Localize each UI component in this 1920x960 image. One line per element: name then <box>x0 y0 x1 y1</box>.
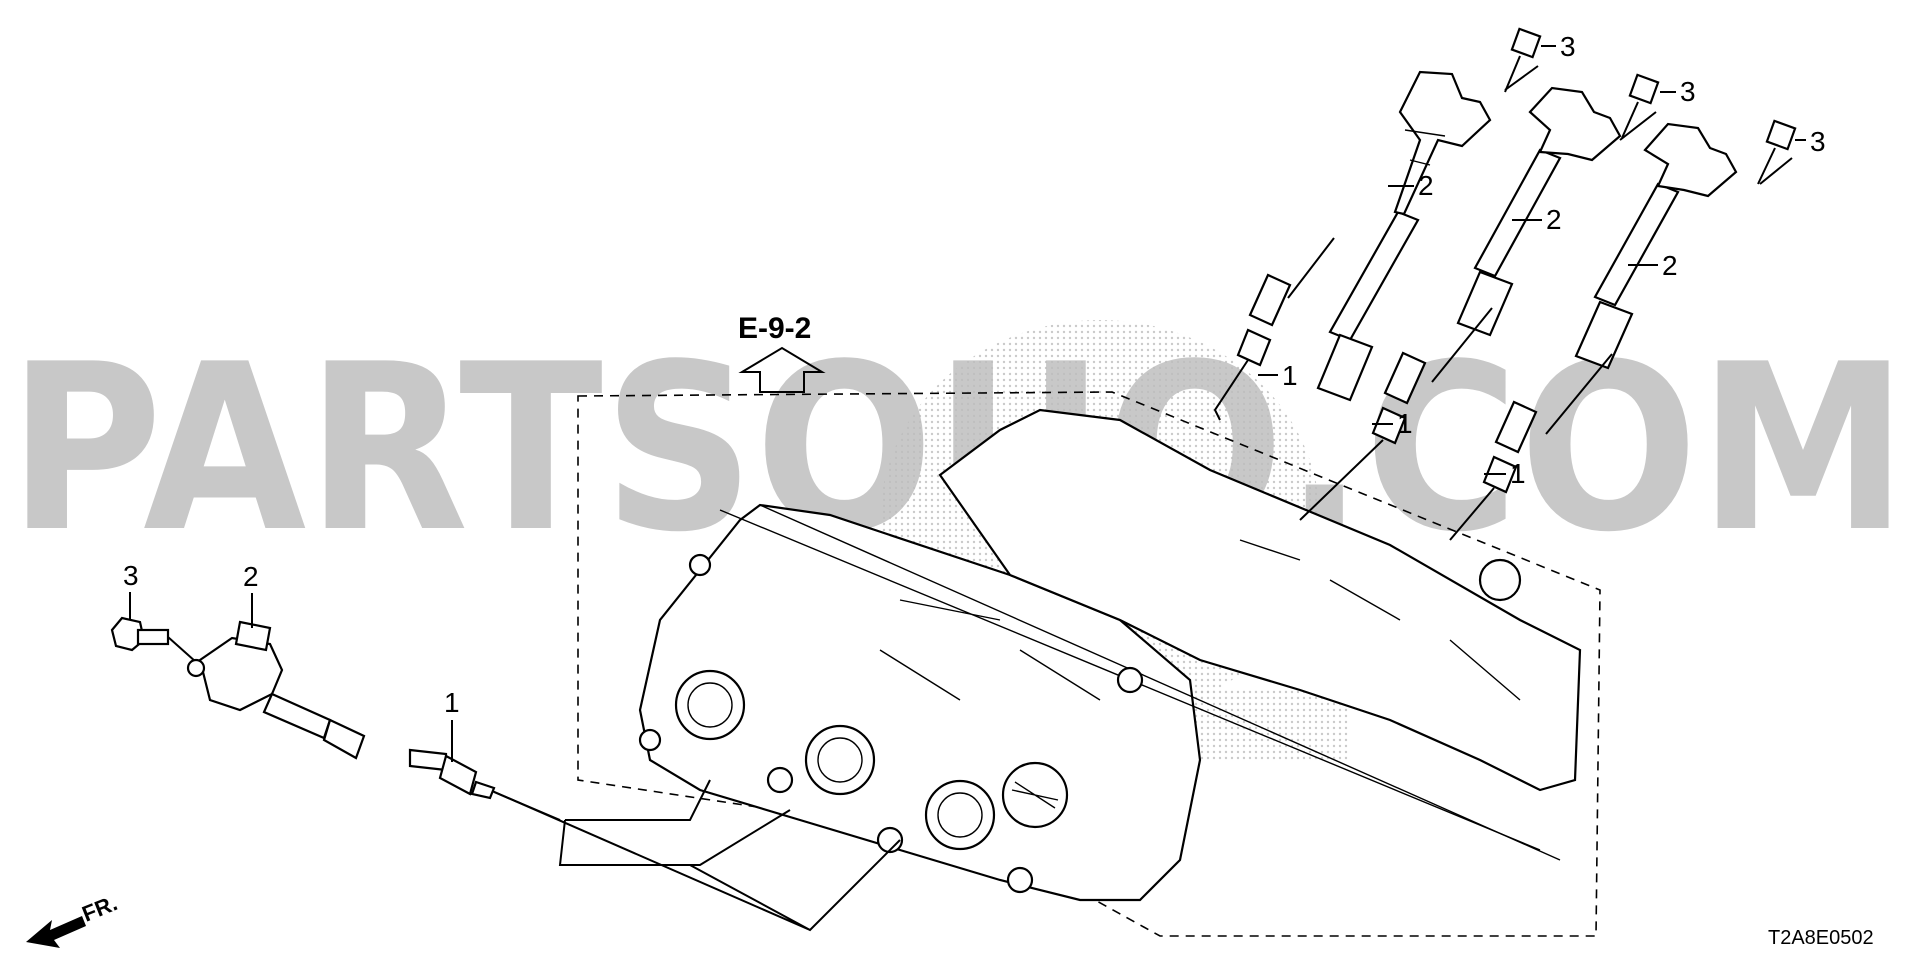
upper-bolts[interactable] <box>1504 27 1797 185</box>
upper-connector-lines <box>1213 65 1793 541</box>
callout-bolt-upper-3: 3 <box>1810 126 1826 157</box>
upper-coil-1[interactable] <box>1316 70 1492 402</box>
diagram-code: T2A8E0502 <box>1768 927 1874 949</box>
callout-bolt-lower: 3 <box>123 560 139 591</box>
reference-label[interactable]: E-9-2 <box>738 312 811 345</box>
front-direction-arrow-icon <box>26 916 86 948</box>
upper-coil-2[interactable] <box>1456 86 1622 337</box>
callout-bolt-upper-2: 3 <box>1680 76 1696 107</box>
valve-cover <box>638 408 1582 902</box>
callout-bolt-upper-1: 3 <box>1560 31 1576 62</box>
lower-bolt[interactable] <box>110 616 197 663</box>
lower-ignition-coil[interactable] <box>186 620 366 760</box>
callout-coil-upper-3: 2 <box>1662 250 1678 281</box>
leader-lines <box>489 779 901 932</box>
callout-coil-lower: 2 <box>243 561 259 592</box>
lower-spark-plug[interactable] <box>408 748 561 821</box>
upper-coil-3[interactable] <box>1574 122 1738 370</box>
reference-arrow-icon <box>738 346 826 393</box>
assembly-boundary <box>577 391 1601 937</box>
callout-coil-upper-1: 2 <box>1418 170 1434 201</box>
callout-plug-lower: 1 <box>444 687 460 718</box>
front-indicator-label: FR. <box>79 890 121 926</box>
callout-plug-upper-2: 1 <box>1397 408 1413 439</box>
callout-coil-upper-2: 2 <box>1546 204 1562 235</box>
callout-plug-upper-1: 1 <box>1282 360 1298 391</box>
callout-plug-upper-3: 1 <box>1510 458 1526 489</box>
